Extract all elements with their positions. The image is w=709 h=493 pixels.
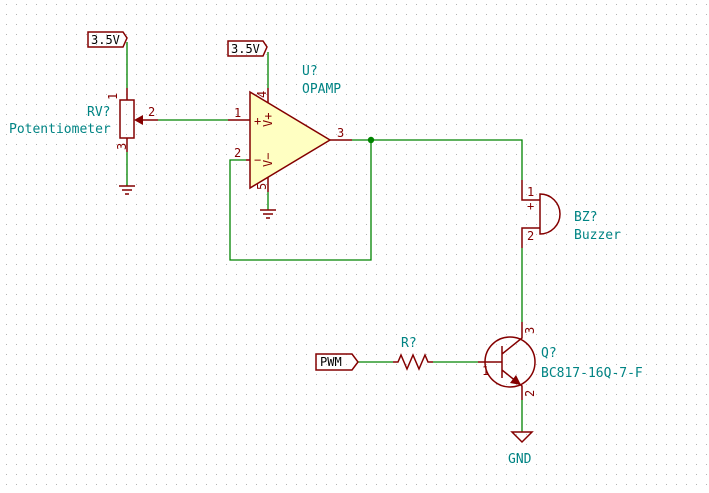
emitter-arrow-icon xyxy=(510,375,521,385)
ground-symbol-pot xyxy=(119,185,135,195)
transistor-pin1: 1 xyxy=(482,364,489,378)
opamp-minus-sign: − xyxy=(254,153,261,167)
opamp-vminus-label: V− xyxy=(261,153,275,167)
opamp-vplus-label: V+ xyxy=(261,113,275,127)
junction-dot xyxy=(367,136,375,144)
buzzer-bz[interactable]: 1 2 + BZ? Buzzer xyxy=(521,180,621,248)
resistor-r[interactable]: R? xyxy=(393,336,433,371)
opamp-pin1: 1 xyxy=(234,106,241,120)
power-label-opamp-text: 3.5V xyxy=(231,42,260,56)
opamp-pin3: 3 xyxy=(337,126,344,140)
opamp-u[interactable]: 1 2 3 4 5 + − V+ V− U? OPAMP xyxy=(228,64,352,192)
transistor-reference: Q? xyxy=(541,346,557,361)
wire-out-to-buzzer[interactable] xyxy=(352,139,523,180)
buzzer-pin2: 2 xyxy=(527,229,534,243)
rv-value: Potentiometer xyxy=(9,122,111,137)
rv-pin1: 1 xyxy=(106,93,120,100)
ground-symbol-transistor xyxy=(510,431,534,444)
resistor-reference: R? xyxy=(401,336,417,351)
rv-reference: RV? xyxy=(87,105,110,120)
buzzer-value: Buzzer xyxy=(574,228,621,243)
power-label-pot[interactable]: 3.5V xyxy=(87,31,128,48)
wiper-arrow-icon xyxy=(134,115,143,125)
rv-pin3: 3 xyxy=(115,143,129,150)
opamp-plus-sign: + xyxy=(254,114,261,128)
transistor-value: BC817-16Q-7-F xyxy=(541,366,643,381)
ground-symbol-opamp xyxy=(260,209,276,219)
transistor-pin2: 2 xyxy=(523,390,537,397)
power-label-pot-text: 3.5V xyxy=(91,33,120,47)
net-label-pwm-text: PWM xyxy=(320,355,342,369)
opamp-pin4: 4 xyxy=(255,91,269,98)
opamp-pin5: 5 xyxy=(255,183,269,190)
buzzer-reference: BZ? xyxy=(574,210,597,225)
power-label-opamp[interactable]: 3.5V xyxy=(227,40,268,57)
opamp-pin2: 2 xyxy=(234,146,241,160)
rv-pin2: 2 xyxy=(148,105,155,119)
buzzer-plus-sign: + xyxy=(527,199,534,213)
wire-feedback[interactable] xyxy=(229,140,372,261)
buzzer-pin1: 1 xyxy=(527,185,534,199)
net-label-pwm[interactable]: PWM xyxy=(315,353,359,371)
gnd-label: GND xyxy=(508,452,532,467)
potentiometer-rv[interactable]: 1 2 3 RV? Potentiometer xyxy=(9,88,158,152)
grid-dots xyxy=(6,4,707,485)
opamp-reference: U? xyxy=(302,64,318,79)
transistor-pin3: 3 xyxy=(523,327,537,334)
opamp-value: OPAMP xyxy=(302,82,341,97)
wires xyxy=(126,42,523,432)
transistor-q[interactable]: 1 2 3 Q? BC817-16Q-7-F xyxy=(478,322,643,400)
